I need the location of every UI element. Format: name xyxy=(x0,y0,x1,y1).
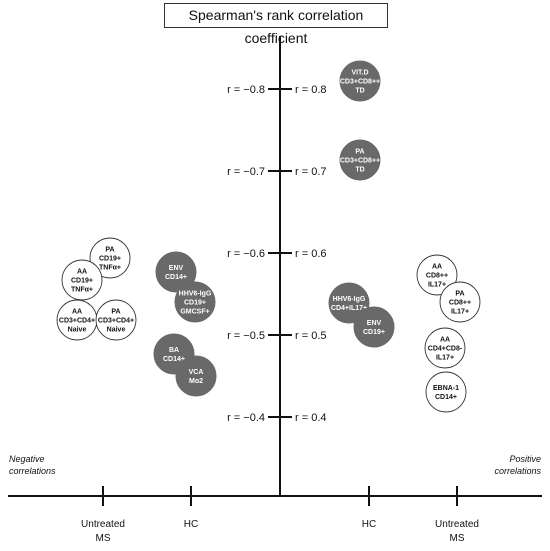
y-tick-label-negative: r = −0.4 xyxy=(227,412,265,424)
y-tick-label-positive: r = 0.7 xyxy=(295,166,327,178)
y-tick-label-positive: r = 0.5 xyxy=(295,330,327,342)
bubble-circle xyxy=(328,282,370,324)
bubble-circle xyxy=(95,299,137,341)
bubble-circle xyxy=(416,254,458,296)
y-tick-label-negative: r = −0.6 xyxy=(227,248,265,260)
bubble-circle xyxy=(175,355,217,397)
diagram-title: Spearman's rank correlation coefficient xyxy=(164,3,388,46)
y-tick-label-negative: r = −0.7 xyxy=(227,166,265,178)
y-tick-label-positive: r = 0.6 xyxy=(295,248,327,260)
bubble-circle xyxy=(174,281,216,323)
bubble-circle xyxy=(339,139,381,181)
bubble-circle xyxy=(439,281,481,323)
y-tick-label-negative: r = −0.5 xyxy=(227,330,265,342)
bubble-circle xyxy=(61,259,103,301)
bubble-circle xyxy=(155,251,197,293)
y-tick-label-positive: r = 0.4 xyxy=(295,412,327,424)
y-tick-label-positive: r = 0.8 xyxy=(295,84,327,96)
x-category-label: HC xyxy=(362,519,376,530)
bubble-circle xyxy=(424,327,466,369)
y-tick-label-negative: r = −0.8 xyxy=(227,84,265,96)
bubble-circle xyxy=(425,371,467,413)
x-category-label: HC xyxy=(184,519,198,530)
bubble-circle xyxy=(339,60,381,102)
bubble-circle xyxy=(353,306,395,348)
bubble-circle xyxy=(89,237,131,279)
